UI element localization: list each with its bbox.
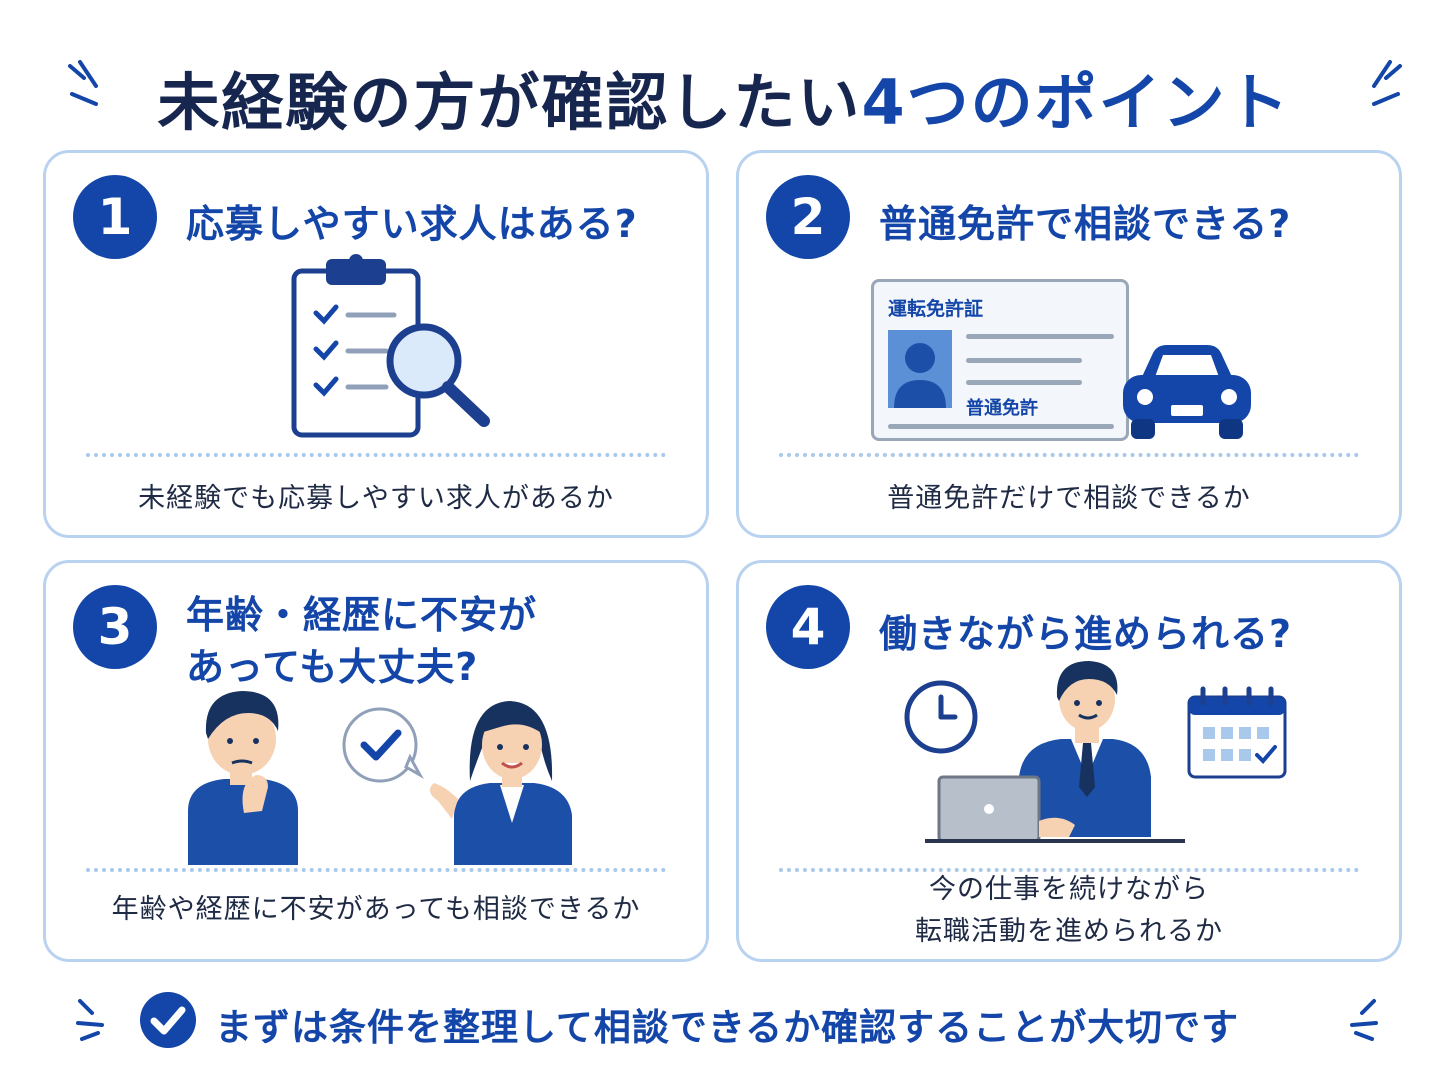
card-title: 普通免許で相談できる? [879, 202, 1292, 246]
sparkle-right-icon [1372, 60, 1402, 106]
card-number-badge: 2 [766, 175, 850, 259]
card-title: 応募しやすい求人はある? [186, 202, 638, 246]
divider [86, 868, 666, 872]
footer-message: まずは条件を整理して相談できるか確認することが大切です [0, 985, 1448, 1065]
point-card-2: 2 普通免許で相談できる? 運転免許証 普通免許 普通免許だ [736, 150, 1402, 538]
divider [779, 453, 1359, 457]
card-description: 今の仕事を続けながら 転職活動を進められるか [915, 874, 1223, 947]
sparkle-left-icon [76, 999, 104, 1041]
footer-text: まずは条件を整理して相談できるか確認することが大切です [215, 1006, 1240, 1049]
card-description: 未経験でも応募しやすい求人があるか [138, 483, 614, 514]
card-number-badge: 1 [73, 175, 157, 259]
license-type-label: 普通免許 [966, 398, 1038, 419]
sparkle-left-icon [68, 60, 98, 106]
title-area: 未経験の方が確認したい4つのポイント [0, 40, 1448, 140]
clipboard-magnifier-icon [291, 254, 490, 438]
card-title: 年齢・経歴に不安が あっても大丈夫? [186, 593, 538, 689]
card-description: 普通免許だけで相談できるか [887, 483, 1251, 514]
person-photo-icon [888, 330, 952, 408]
card-title: 働きながら進められる? [879, 612, 1293, 656]
point-card-3: 3 年齢・経歴に不安が あっても大丈夫? 年齢や経歴に不安があっても相談できるか [43, 560, 709, 962]
license-line [966, 334, 1114, 339]
license-card-heading: 運転免許証 [888, 298, 984, 320]
license-line [966, 380, 1082, 385]
check-circle-icon [140, 992, 196, 1048]
sparkle-right-icon [1350, 999, 1378, 1041]
title-highlight: 4つのポイント [861, 66, 1291, 139]
consultation-people-icon [188, 691, 572, 865]
license-card: 運転免許証 普通免許 [871, 279, 1129, 441]
license-line [888, 424, 1114, 429]
divider [779, 868, 1359, 872]
title-main: 未経験の方が確認したい [157, 66, 862, 139]
clock-icon [904, 680, 978, 754]
car-icon [1123, 345, 1251, 439]
point-card-4: 4 働きながら進められる? [736, 560, 1402, 962]
license-line [966, 358, 1082, 363]
divider [86, 453, 666, 457]
card-number-badge: 4 [766, 585, 850, 669]
page-title: 未経験の方が確認したい4つのポイント [0, 52, 1448, 142]
working-person-clock-calendar-icon [904, 661, 1287, 843]
calendar-icon [1187, 686, 1287, 779]
license-card-car-icon: 運転免許証 普通免許 [871, 279, 1261, 447]
card-number-badge: 3 [73, 585, 157, 669]
point-card-1: 1 応募しやすい求人はある? 未経験でも応募しやすい求人があるか [43, 150, 709, 538]
card-description: 年齢や経歴に不安があっても相談できるか [111, 894, 641, 925]
